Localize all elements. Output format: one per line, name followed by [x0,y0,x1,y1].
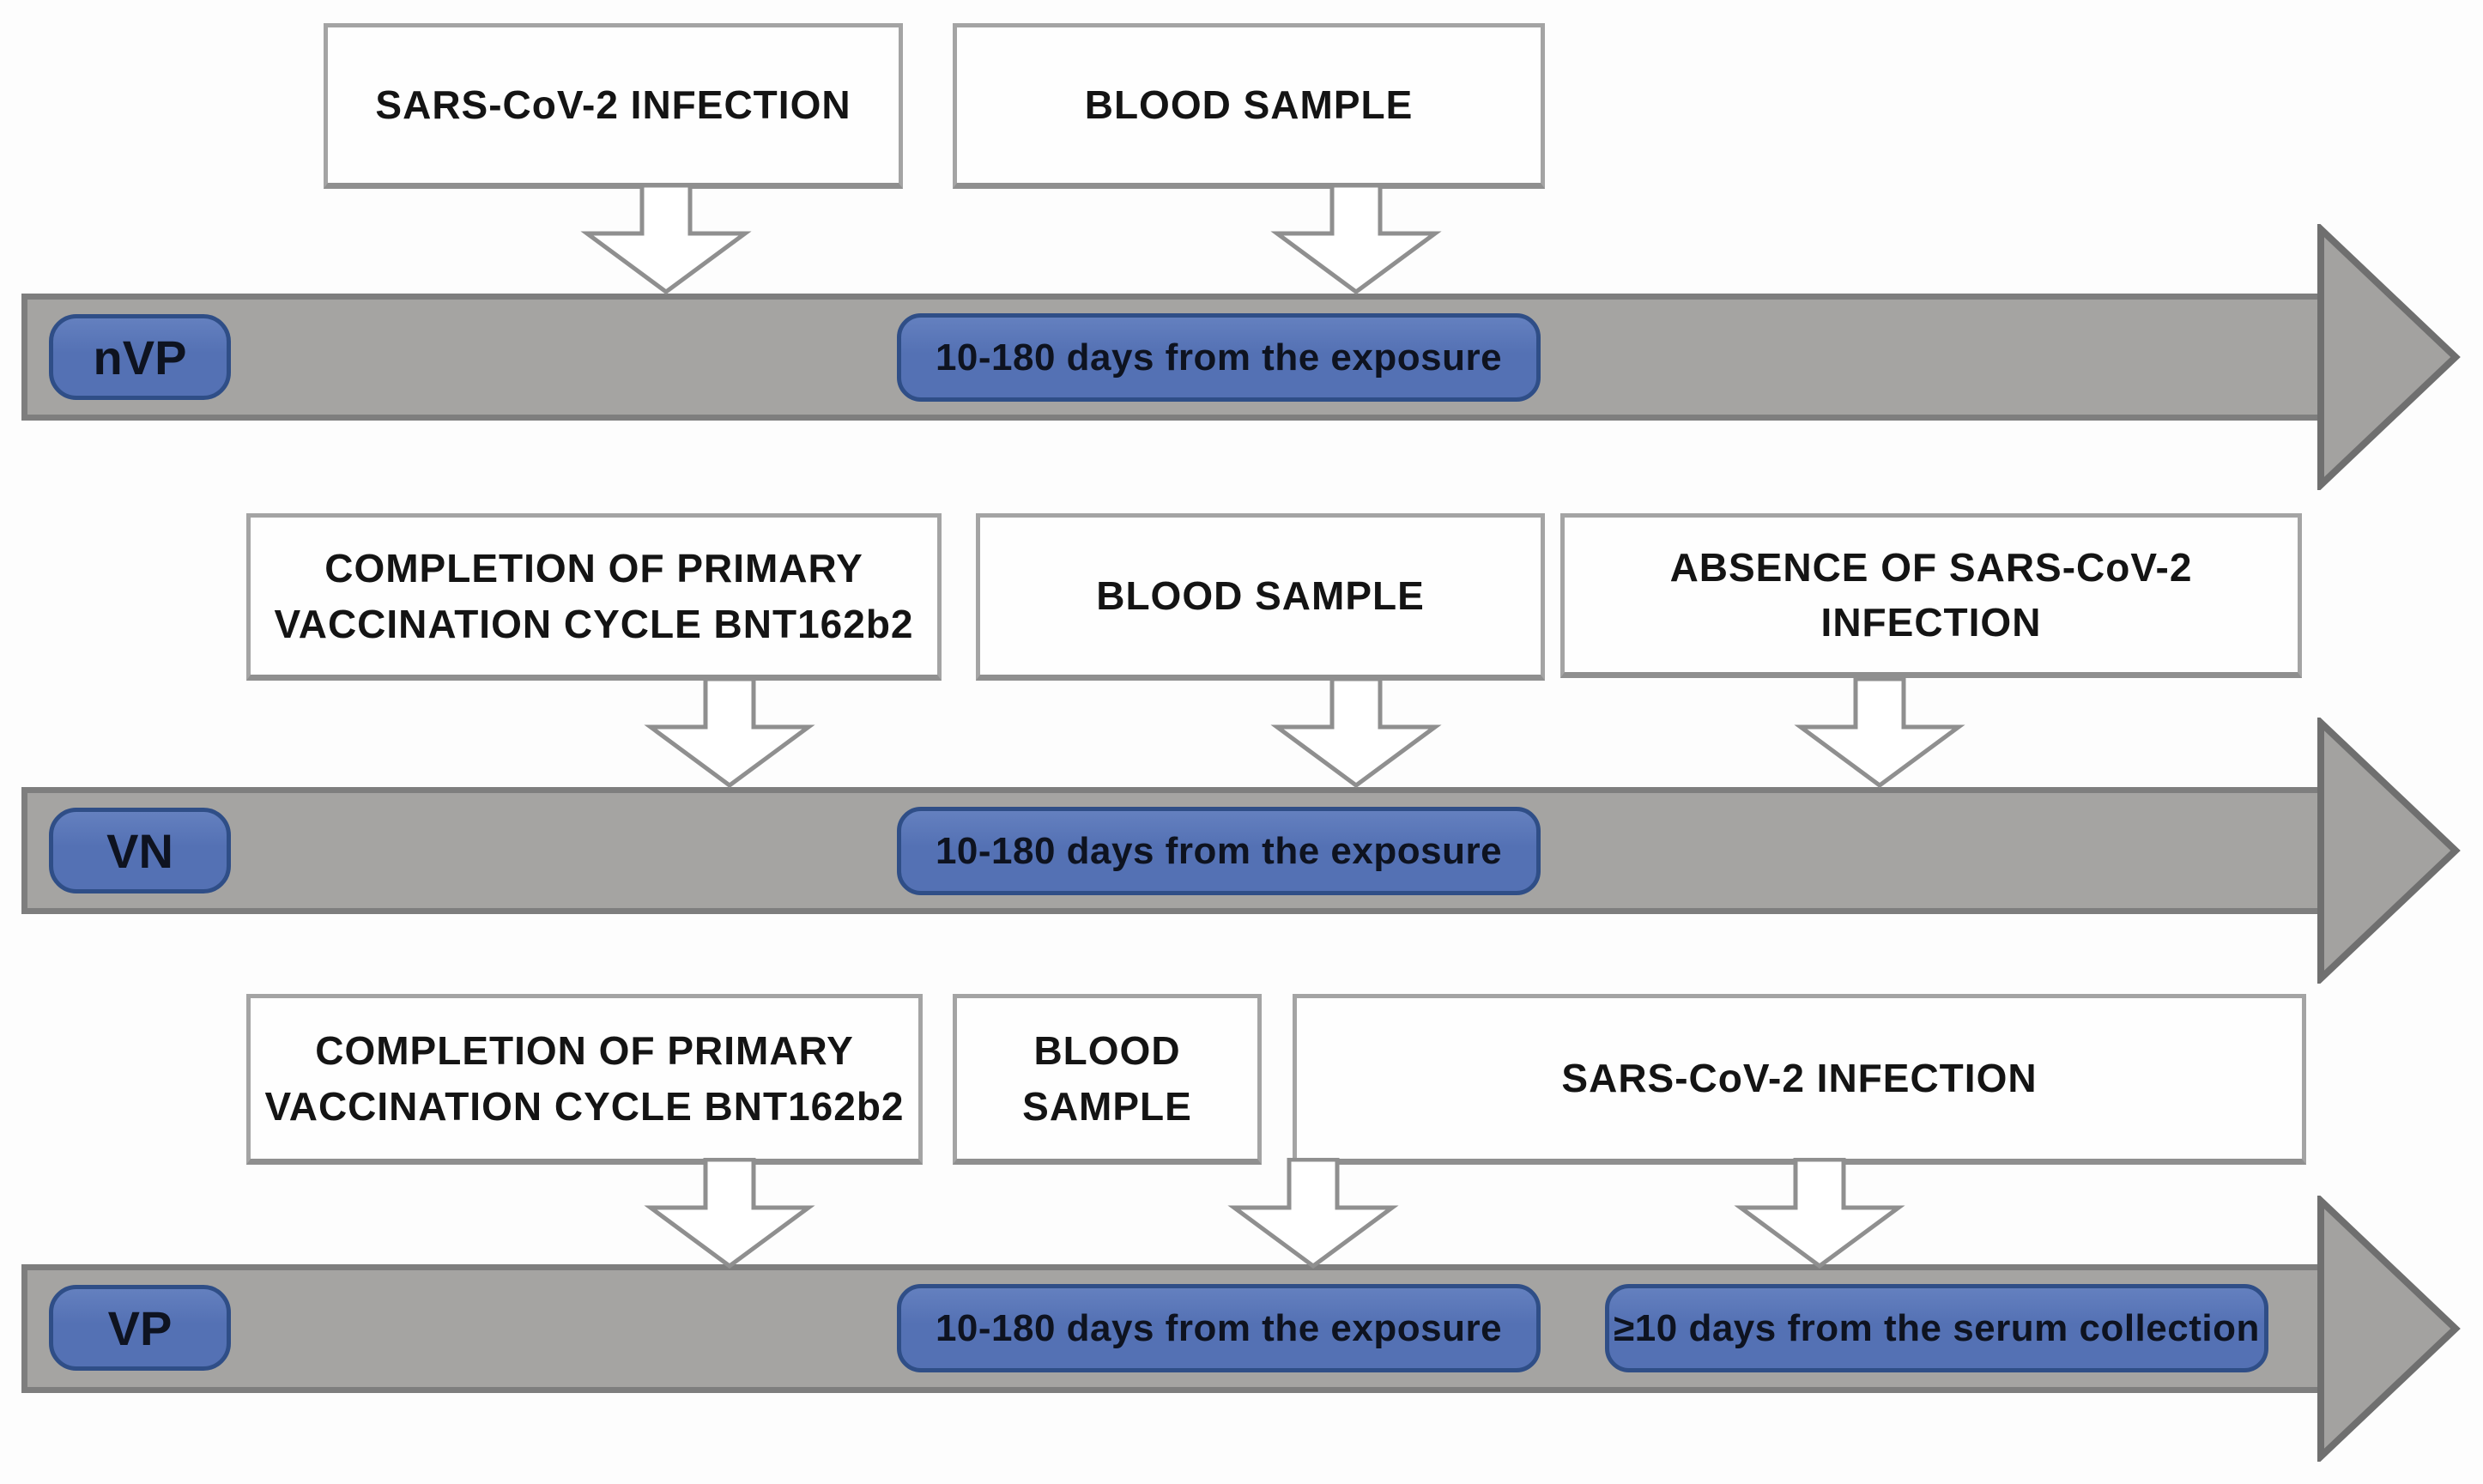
down-arrow-icon [1227,1158,1399,1269]
event-box-row3-blood-sample: BLOOD SAMPLE [953,994,1262,1165]
group-badge-vn: VN [49,808,231,893]
event-box-row2-vaccination: COMPLETION OF PRIMARY VACCINATION CYCLE … [246,513,942,681]
down-arrow-icon [1794,677,1965,789]
interval-badge-label: 10-180 days from the exposure [935,829,1503,872]
event-box-row1-infection: SARS-CoV-2 INFECTION [324,23,903,189]
down-arrow-icon [1734,1158,1905,1269]
event-box-label: ABSENCE OF SARS-CoV-2 INFECTION [1669,544,2193,645]
event-box-label: SARS-CoV-2 INFECTION [1561,1056,2038,1101]
event-box-label: BLOOD SAMPLE [1096,573,1425,619]
group-badge-label: VP [107,1300,173,1355]
timeline-arrowhead-icon [2317,718,2461,984]
interval-badge-row2-exposure: 10-180 days from the exposure [897,807,1541,895]
interval-badge-row3-exposure: 10-180 days from the exposure [897,1284,1541,1372]
down-arrow-icon [1270,677,1442,789]
event-box-row2-absence-infection: ABSENCE OF SARS-CoV-2 INFECTION [1560,513,2302,678]
event-box-label: SARS-CoV-2 INFECTION [375,82,851,128]
event-box-label: COMPLETION OF PRIMARY VACCINATION CYCLE … [274,546,914,646]
interval-badge-label: ≥10 days from the serum collection [1614,1306,2260,1349]
event-box-row2-blood-sample: BLOOD SAMPLE [976,513,1545,681]
event-box-label: BLOOD SAMPLE [1084,82,1414,128]
interval-badge-row1-exposure: 10-180 days from the exposure [897,313,1541,402]
event-box-label: COMPLETION OF PRIMARY VACCINATION CYCLE … [264,1028,905,1129]
timeline-arrowhead-icon [2317,1196,2461,1462]
down-arrow-icon [1270,184,1442,295]
event-box-row3-infection: SARS-CoV-2 INFECTION [1293,994,2306,1165]
event-box-row3-vaccination: COMPLETION OF PRIMARY VACCINATION CYCLE … [246,994,923,1165]
down-arrow-icon [644,1158,815,1269]
interval-badge-label: 10-180 days from the exposure [935,336,1503,379]
event-box-row1-blood-sample: BLOOD SAMPLE [953,23,1545,189]
group-badge-vp: VP [49,1285,231,1371]
down-arrow-icon [580,184,752,295]
group-badge-label: VN [106,823,173,878]
group-badge-nvp: nVP [49,314,231,400]
down-arrow-icon [644,677,815,789]
interval-badge-label: 10-180 days from the exposure [935,1306,1503,1349]
event-box-label: BLOOD SAMPLE [1022,1028,1192,1129]
interval-badge-row3-serum-collection: ≥10 days from the serum collection [1605,1284,2268,1372]
timeline-arrowhead-icon [2317,224,2461,490]
group-badge-label: nVP [93,330,187,385]
